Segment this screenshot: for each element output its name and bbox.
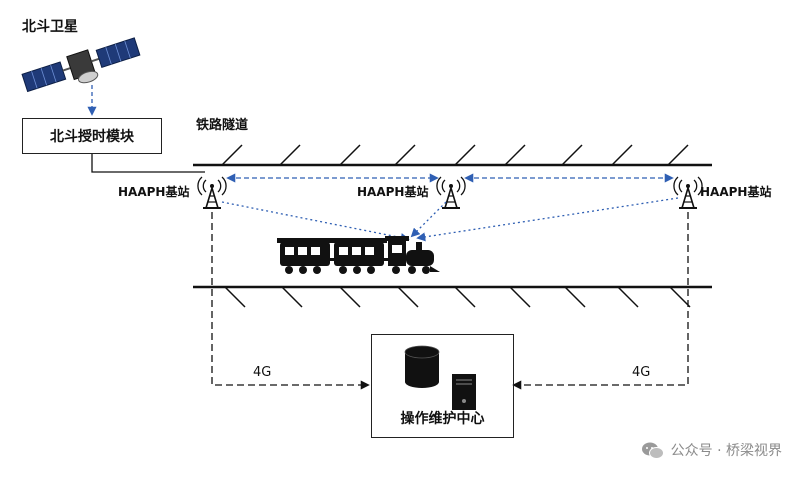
base-station-left-icon xyxy=(197,176,227,209)
left-4g-link xyxy=(211,212,370,390)
tunnel-top-wall xyxy=(193,144,712,167)
base-station-left-label: HAAPH基站 xyxy=(118,185,190,199)
base-station-right-icon xyxy=(673,176,703,209)
ops-center-label: 操作维护中心 xyxy=(400,411,485,427)
train-icon xyxy=(277,236,440,274)
satellite-label: 北斗卫星 xyxy=(22,19,78,35)
tunnel-label: 铁路隧道 xyxy=(196,118,249,133)
timing-module-box: 北斗授时模块 xyxy=(22,118,162,154)
satellite-icon xyxy=(21,37,141,93)
tunnel-bottom-wall xyxy=(193,285,712,308)
base-station-right-label: HAAPH基站 xyxy=(700,185,772,199)
base-station-middle-icon xyxy=(436,176,466,209)
timing-module-label: 北斗授时模块 xyxy=(50,129,134,145)
watermark: 公众号 · 桥梁视界 xyxy=(641,440,782,460)
server-icon xyxy=(452,374,476,410)
station-to-train-links xyxy=(221,197,679,243)
left-4g-label: 4G xyxy=(253,365,272,380)
ops-center-box: 操作维护中心 xyxy=(371,334,514,438)
right-4g-link xyxy=(512,212,689,390)
wechat-icon xyxy=(641,442,664,459)
watermark-text: 公众号 · 桥梁视界 xyxy=(670,443,782,459)
right-4g-label: 4G xyxy=(632,365,651,380)
database-icon xyxy=(404,345,440,388)
module-to-base-station-link xyxy=(91,154,205,173)
base-station-middle-label: HAAPH基站 xyxy=(357,185,429,199)
